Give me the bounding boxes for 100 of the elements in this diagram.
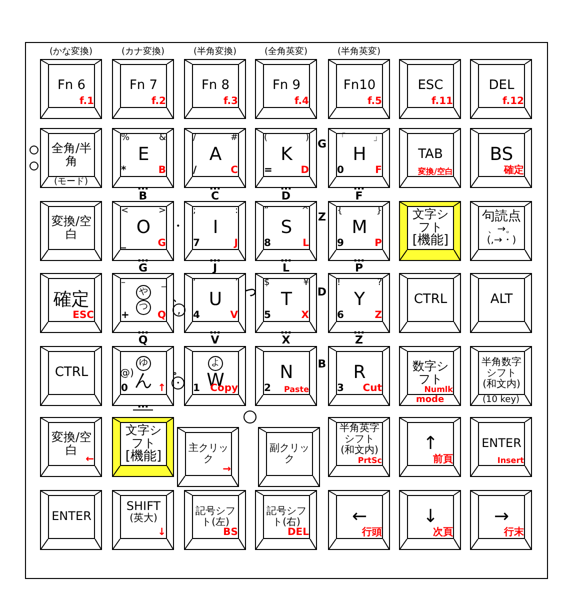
keyboard-key [112, 201, 174, 261]
key-digit: = [264, 166, 272, 176]
key-letter: V [210, 334, 220, 346]
keyboard-key [399, 59, 461, 119]
keyboard-key [399, 346, 461, 406]
keyboard-key [399, 201, 461, 261]
function-legend: C [230, 166, 238, 176]
key-letter: F [355, 190, 363, 202]
key-caption: (半角変換) [192, 46, 238, 58]
key-letter: D [281, 190, 291, 202]
keyboard-key [255, 346, 317, 406]
key-label: Fn10 [343, 78, 376, 94]
function-legend: 前頁 [433, 455, 453, 465]
key-letter: D [317, 286, 327, 298]
key-label: → [494, 507, 510, 527]
function-legend: X [301, 311, 309, 321]
keyboard-key [112, 346, 174, 406]
key-label: U [208, 290, 222, 310]
keyboard-key [328, 128, 390, 188]
key-sublabel: (英大) [130, 513, 158, 524]
function-legend: B [158, 166, 166, 176]
function-legend: Numlk [424, 386, 453, 394]
key-legend: _ [162, 279, 166, 288]
key-label: SHIFT [126, 500, 161, 513]
key-label: 全角/半角 [50, 142, 93, 168]
keyboard-key [255, 128, 317, 188]
keyboard-key [184, 490, 246, 550]
keyboard-key [470, 273, 532, 333]
key-digit: 0 [337, 166, 344, 176]
key-label: 文字シフト [124, 424, 162, 450]
function-legend: f.3 [223, 97, 238, 107]
keyboard-key [184, 346, 246, 406]
key-label: Fn 7 [129, 78, 158, 94]
key-label: I [212, 218, 218, 238]
key-label: 変換/空白 [50, 214, 93, 242]
key-label: K [280, 145, 292, 165]
function-legend: → [222, 465, 231, 475]
function-legend: mode [399, 395, 461, 406]
keyboard-key [112, 128, 174, 188]
keyboard-key [40, 417, 102, 477]
key-letter: X [282, 334, 290, 346]
key-label: N [280, 363, 294, 383]
key-label: ESC [418, 78, 444, 94]
key-label: 句読点 [482, 210, 521, 224]
function-legend: Cut [362, 384, 382, 394]
key-digit: 6 [337, 311, 344, 321]
function-legend: 次頁 [433, 528, 453, 538]
keyboard-key [399, 273, 461, 333]
keyboard-key [470, 59, 532, 119]
function-legend: f.5 [367, 97, 382, 107]
key-digit: 0 [121, 384, 128, 394]
key-legend: 」 [373, 134, 382, 143]
key-note: (10 key) [481, 395, 521, 406]
key-legend: < [121, 207, 129, 216]
key-label: M [352, 218, 368, 238]
keyboard-key [40, 128, 102, 188]
function-legend: Z [374, 311, 382, 321]
key-label: ENTER [52, 510, 92, 524]
key-sublabel: (,→・) [486, 235, 516, 246]
key-label: 半角英字シフト [338, 422, 380, 444]
key-label: CTRL [54, 366, 88, 380]
keyboard-key [112, 417, 174, 477]
key-letter: B [318, 358, 326, 370]
key-letter: P [354, 262, 364, 274]
function-legend: 行末 [504, 528, 524, 538]
key-label: 記号シフト(右) [266, 506, 306, 528]
key-caption: (かな変換) [48, 46, 94, 58]
key-label: 主クリック [188, 443, 230, 465]
key-label: S [280, 218, 292, 238]
keyboard-key [328, 346, 390, 406]
function-legend: Q [157, 311, 166, 321]
key-label: Fn 8 [201, 78, 230, 94]
keyboard-key [112, 490, 174, 550]
keyboard-key [112, 273, 174, 333]
key-label: [機能] [412, 234, 449, 248]
key-digit: 9 [337, 239, 344, 249]
key-digit: 7 [193, 239, 200, 249]
keyboard-key [399, 490, 461, 550]
key-letter: G [138, 262, 148, 274]
function-legend: 変換/空白 [418, 168, 453, 176]
key-label: BS [490, 145, 514, 165]
key-digit: / [193, 166, 197, 176]
key-digit: 3 [337, 384, 344, 394]
function-legend: DEL [287, 528, 309, 538]
key-legend: ; [193, 207, 196, 216]
key-label: E [138, 145, 150, 165]
key-legend: : [234, 207, 238, 216]
key-digit: 2 [264, 384, 271, 394]
key-letter: G [317, 138, 327, 150]
key-label: 変換/空白 [50, 430, 92, 457]
key-label: Fn 9 [272, 78, 301, 94]
function-legend: f.12 [502, 97, 524, 107]
key-legend: – [121, 279, 126, 288]
key-label: H [352, 145, 366, 165]
function-legend: L [302, 239, 309, 249]
keyboard-key [40, 201, 102, 261]
punctuation-mark: ・ [172, 220, 184, 232]
keyboard-key [328, 490, 390, 550]
keyboard-key [470, 490, 532, 550]
keyboard-key [328, 417, 390, 477]
